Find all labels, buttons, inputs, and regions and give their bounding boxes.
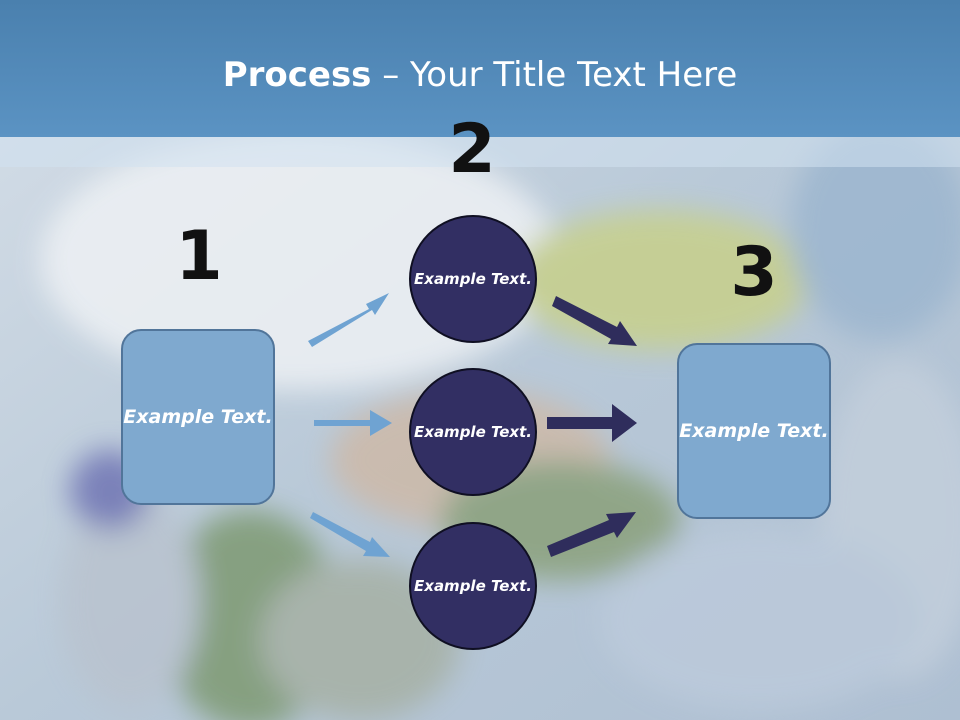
step-1-text: Example Text. [123, 405, 273, 428]
arrow-2c-to-3-icon [547, 512, 636, 557]
title-bold: Process [222, 55, 372, 95]
slide-title: Process – Your Title Text Here [0, 54, 960, 96]
arrow-2b-to-3-icon [547, 404, 637, 442]
step-2-circle-1: Example Text. [409, 215, 537, 343]
arrow-2a-to-3-icon [552, 296, 637, 346]
step-1-number: 1 [175, 217, 223, 296]
arrow-1-to-2b-icon [314, 410, 392, 436]
title-band [0, 137, 960, 167]
step-3-text: Example Text. [679, 419, 829, 442]
step-2-circle-3-text: Example Text. [414, 576, 532, 595]
step-1-box: Example Text. [121, 329, 275, 505]
step-3-number: 3 [730, 233, 778, 312]
step-2-circle-2-text: Example Text. [414, 422, 532, 441]
arrow-1-to-2c-icon [310, 512, 390, 557]
arrow-1-to-2a-icon [308, 293, 389, 347]
title-bar [0, 0, 960, 137]
step-2-number: 2 [448, 110, 496, 189]
step-2-circle-1-text: Example Text. [414, 269, 532, 288]
step-3-box: Example Text. [677, 343, 831, 519]
title-rest: – Your Title Text Here [371, 55, 738, 95]
step-2-circle-2: Example Text. [409, 368, 537, 496]
step-2-circle-3: Example Text. [409, 522, 537, 650]
